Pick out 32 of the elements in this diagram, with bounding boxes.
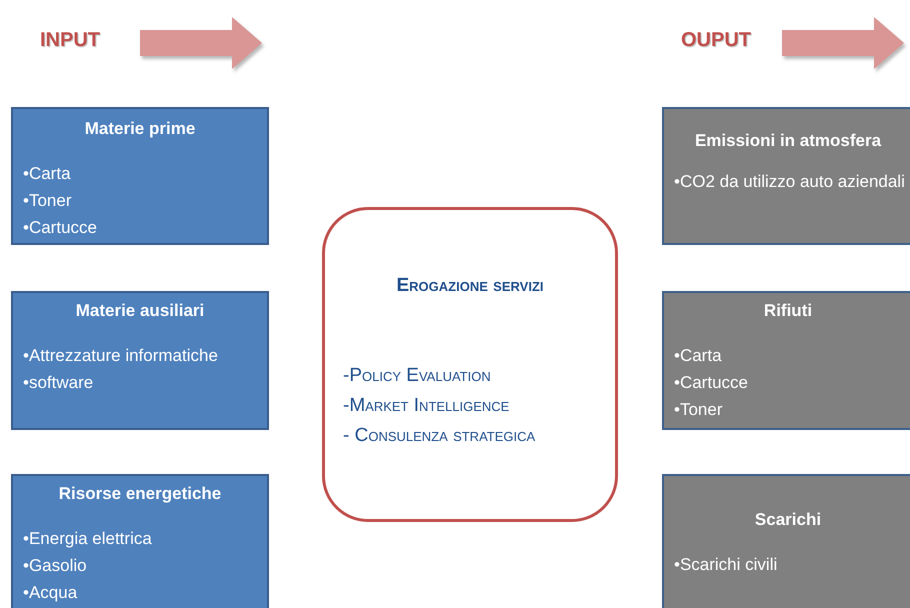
box-heading: Emissioni in atmosfera [694, 130, 882, 152]
list-item: •Toner [673, 399, 724, 421]
box-heading: Rifiuti [762, 300, 814, 322]
list-item: •Carta [673, 345, 723, 367]
category-box [662, 474, 910, 608]
box-heading: Erogazione servizi [395, 274, 544, 298]
list-item: - Consulenza strategica [342, 424, 536, 448]
list-item: •software [22, 372, 94, 394]
list-item: •Energia elettrica [22, 528, 153, 550]
category-box [662, 291, 910, 430]
list-item: -Policy Evaluation [342, 364, 492, 388]
list-item: •Gasolio [22, 555, 88, 577]
box-heading: Materie prime [84, 118, 196, 140]
list-item: •Toner [22, 190, 72, 212]
category-box [11, 291, 269, 430]
list-item: •Carta [22, 163, 72, 185]
category-box [11, 107, 269, 245]
list-item: •Cartucce [22, 217, 98, 239]
section-label: INPUT [40, 29, 100, 52]
category-box [11, 474, 269, 608]
section-label: OUPUT [681, 29, 751, 52]
list-item: •Cartucce [673, 372, 749, 394]
process-box [322, 207, 618, 522]
list-item: •CO2 da utilizzo auto aziendali [673, 171, 906, 193]
list-item: •Scarichi civili [673, 554, 778, 576]
list-item: -Market Intelligence [342, 394, 510, 418]
list-item: •Attrezzature informatiche [22, 345, 219, 367]
box-heading: Risorse energetiche [58, 483, 222, 505]
box-heading: Materie ausiliari [74, 300, 206, 322]
list-item: •Acqua [22, 582, 78, 604]
box-heading: Scarichi [754, 509, 822, 531]
category-box [662, 107, 910, 245]
